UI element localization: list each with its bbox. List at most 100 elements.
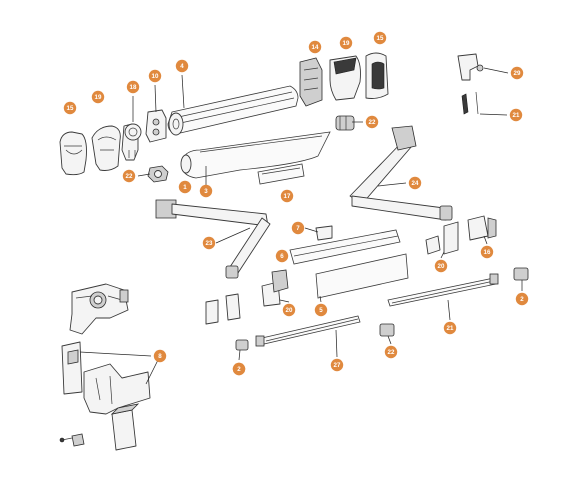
- callout-badge-20: 20: [434, 259, 448, 273]
- callout-number: 27: [334, 362, 341, 369]
- callout-badge-21: 21: [509, 108, 523, 122]
- callout-number: 20: [286, 307, 293, 314]
- folding-arm-23: [155, 199, 271, 279]
- callout-number: 21: [513, 112, 520, 119]
- gear-wheel-part: [121, 123, 142, 161]
- bracket-20-middle: [261, 269, 289, 307]
- callout-badge-19: 19: [91, 90, 105, 104]
- callout-number: 22: [369, 119, 376, 126]
- callout-number: 2: [237, 366, 241, 373]
- leader-line: [387, 335, 392, 345]
- callout-badge-23: 23: [202, 236, 216, 250]
- leader-line: [483, 67, 509, 74]
- callout-badge-2: 2: [232, 362, 246, 376]
- leader-line: [319, 295, 322, 303]
- callout-badge-29: 29: [510, 66, 524, 80]
- callout-number: 20: [438, 263, 445, 270]
- callout-number: 15: [67, 105, 74, 112]
- clip-7: [315, 225, 333, 241]
- leader-line: [440, 251, 445, 259]
- roller-tube: [167, 85, 299, 136]
- leader-line: [279, 299, 290, 303]
- callout-number: 4: [180, 63, 184, 70]
- callout-badge-5: 5: [314, 303, 328, 317]
- motor-assembly: [69, 283, 129, 335]
- callout-badge-7: 7: [291, 221, 305, 235]
- callout-badges: 15 19 18 10 4 14 19 15 29 21 22 22 13 17 24 7 23 6 20 16 2 5 2…: [63, 31, 529, 376]
- callout-badge-18: 18: [126, 80, 140, 94]
- drive-gear-small: [147, 165, 169, 183]
- callout-circle: [126, 80, 140, 94]
- motor-cover-8: [61, 341, 83, 395]
- callout-circle: [339, 36, 353, 50]
- callout-badge-10: 10: [148, 69, 162, 83]
- callout-badge-16: 16: [480, 245, 494, 259]
- callout-badge-22: 22: [384, 345, 398, 359]
- callout-badge-17: 17: [280, 189, 294, 203]
- leader-line: [154, 84, 157, 113]
- callout-circle: [510, 66, 524, 80]
- callout-circle: [434, 259, 448, 273]
- callout-badge-22: 22: [122, 169, 136, 183]
- callout-number: 14: [312, 44, 319, 51]
- callout-circle: [408, 176, 422, 190]
- callout-circle: [91, 90, 105, 104]
- leader-lines: [79, 67, 523, 385]
- telescopic-rail-21: [387, 273, 499, 307]
- motor-housing-8: [83, 363, 151, 415]
- callout-circle: [199, 184, 213, 198]
- leader-line: [483, 235, 488, 245]
- leader-line: [181, 74, 185, 109]
- callout-number: 18: [130, 84, 137, 91]
- leader-line: [447, 299, 451, 321]
- callout-circle: [365, 115, 379, 129]
- callout-badge-15: 15: [373, 31, 387, 45]
- front-profile-6: [289, 229, 401, 265]
- callout-number: 5: [319, 307, 323, 314]
- leader-line: [137, 173, 151, 177]
- end-cap-22-bottom: [379, 323, 395, 337]
- callout-circle: [280, 189, 294, 203]
- shaft-coupling: [59, 433, 85, 447]
- callout-number: 16: [484, 249, 491, 256]
- callout-circle: [373, 31, 387, 45]
- callout-badge-8: 8: [153, 349, 167, 363]
- leader-line: [479, 113, 508, 116]
- callout-circle: [178, 180, 192, 194]
- callout-circle: [148, 69, 162, 83]
- callout-badge-1: 1: [178, 180, 192, 194]
- callout-circle: [384, 345, 398, 359]
- callout-circle: [122, 169, 136, 183]
- callout-number: 8: [158, 353, 162, 360]
- callout-badge-14: 14: [308, 40, 322, 54]
- valance-5: [315, 253, 409, 299]
- end-cap-2-right: [513, 267, 529, 281]
- end-cover-15: [365, 52, 389, 99]
- folding-arm-24: [349, 125, 453, 221]
- callout-number: 29: [514, 70, 521, 77]
- callout-badge-15: 15: [63, 101, 77, 115]
- end-cover-19: [329, 55, 361, 101]
- end-cap-rounded: [91, 125, 121, 171]
- callout-number: 24: [412, 180, 419, 187]
- awning-fabric: [180, 131, 331, 179]
- callout-number: 15: [377, 35, 384, 42]
- callout-number: 19: [95, 94, 102, 101]
- callout-badge-3: 3: [199, 184, 213, 198]
- telescopic-rail-27: [255, 315, 361, 347]
- callout-circle: [330, 358, 344, 372]
- bracket-pair-20-right: [425, 221, 459, 255]
- crank-hook-21: [461, 91, 479, 115]
- callout-number: 6: [280, 253, 284, 260]
- callout-number: 23: [206, 240, 213, 247]
- callout-circle: [63, 101, 77, 115]
- callout-badge-27: 27: [330, 358, 344, 372]
- callout-number: 22: [126, 173, 133, 180]
- motor-bracket-part: [145, 109, 167, 143]
- bracket-left-small: [205, 293, 241, 325]
- callout-number: 2: [520, 296, 524, 303]
- callout-circle: [443, 321, 457, 335]
- callout-badge-19: 19: [339, 36, 353, 50]
- end-cap-bracket-14: [299, 57, 323, 107]
